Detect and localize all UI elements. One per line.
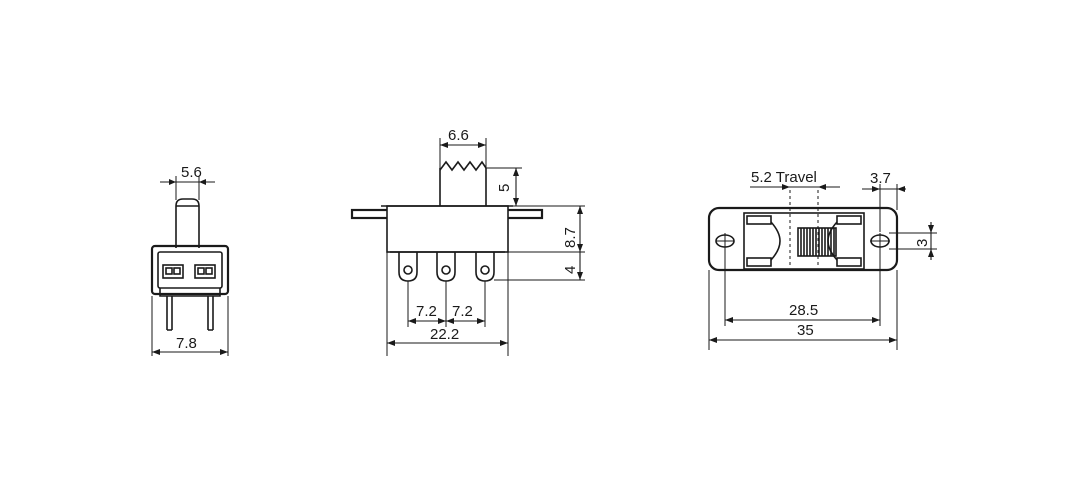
top-hole-spacing-label: 28.5 (789, 302, 818, 319)
front-pin-pitch-left-label: 7.2 (416, 303, 437, 320)
side-body (150, 244, 230, 297)
side-view: 5.6 7.8 (150, 164, 230, 356)
top-slider-knob (797, 227, 837, 257)
side-width-dimension: 7.8 (151, 296, 229, 356)
front-body-width-label: 22.2 (430, 326, 459, 343)
front-actuator-width-dimension: 6.6 (439, 127, 487, 168)
top-mounting-holes (715, 233, 890, 249)
front-actuator-width-label: 6.6 (448, 127, 469, 144)
top-overall-length-label: 35 (797, 322, 814, 339)
front-solder-lugs (398, 252, 495, 282)
front-pin-length-label: 4 (562, 266, 579, 274)
top-hole-diameter-dimension: 3 (889, 222, 937, 260)
front-actuator (439, 160, 487, 206)
front-body-width-dimension: 22.2 (386, 252, 509, 356)
front-pin-length-dimension: 4 (494, 252, 585, 281)
front-actuator-height-label: 5 (496, 184, 513, 192)
top-flange-outline (707, 206, 899, 272)
front-pin-pitch-dimension: 7.2 7.2 (407, 281, 486, 327)
side-width-label: 7.8 (176, 335, 197, 352)
top-hole-offset-label: 3.7 (870, 170, 891, 187)
front-pin-pitch-right-label: 7.2 (452, 303, 473, 320)
front-body-height-label: 8.7 (562, 227, 579, 248)
top-travel-dimension: 5.2 Travel (750, 169, 840, 190)
top-view: 5.2 Travel 3.7 3 28.5 (707, 169, 937, 350)
front-body-height-dimension: 8.7 (508, 205, 585, 253)
front-actuator-height-dimension: 5 (486, 167, 522, 207)
side-actuator-width-dimension: 5.6 (160, 164, 215, 200)
front-body (381, 205, 513, 253)
top-overall-length-dimension: 35 (708, 270, 898, 350)
top-hole-diameter-label: 3 (914, 239, 931, 247)
front-view: 6.6 5 8.7 4 (350, 127, 585, 356)
side-actuator (175, 198, 200, 248)
top-hole-spacing-dimension: 28.5 (724, 249, 881, 326)
top-hole-offset-dimension: 3.7 (862, 170, 906, 232)
side-pins (166, 296, 214, 331)
top-travel-label: 5.2 Travel (751, 169, 817, 186)
side-actuator-width-label: 5.6 (181, 164, 202, 181)
